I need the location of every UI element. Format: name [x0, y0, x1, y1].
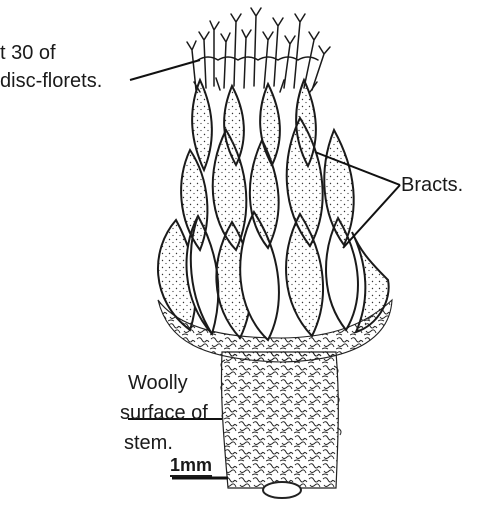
stem-label-line1: Woolly — [128, 370, 188, 397]
florets-label-line1: t 30 of — [0, 40, 56, 67]
scale-label: 1mm — [170, 452, 212, 479]
stem-label-line3: stem. — [124, 430, 173, 457]
bracts-label: Bracts. — [401, 172, 463, 199]
woolly-stem — [221, 352, 341, 498]
florets-label-line2: disc-florets. — [0, 68, 102, 95]
disc-florets — [187, 8, 330, 92]
stem-label-line2: surface of — [120, 400, 208, 427]
